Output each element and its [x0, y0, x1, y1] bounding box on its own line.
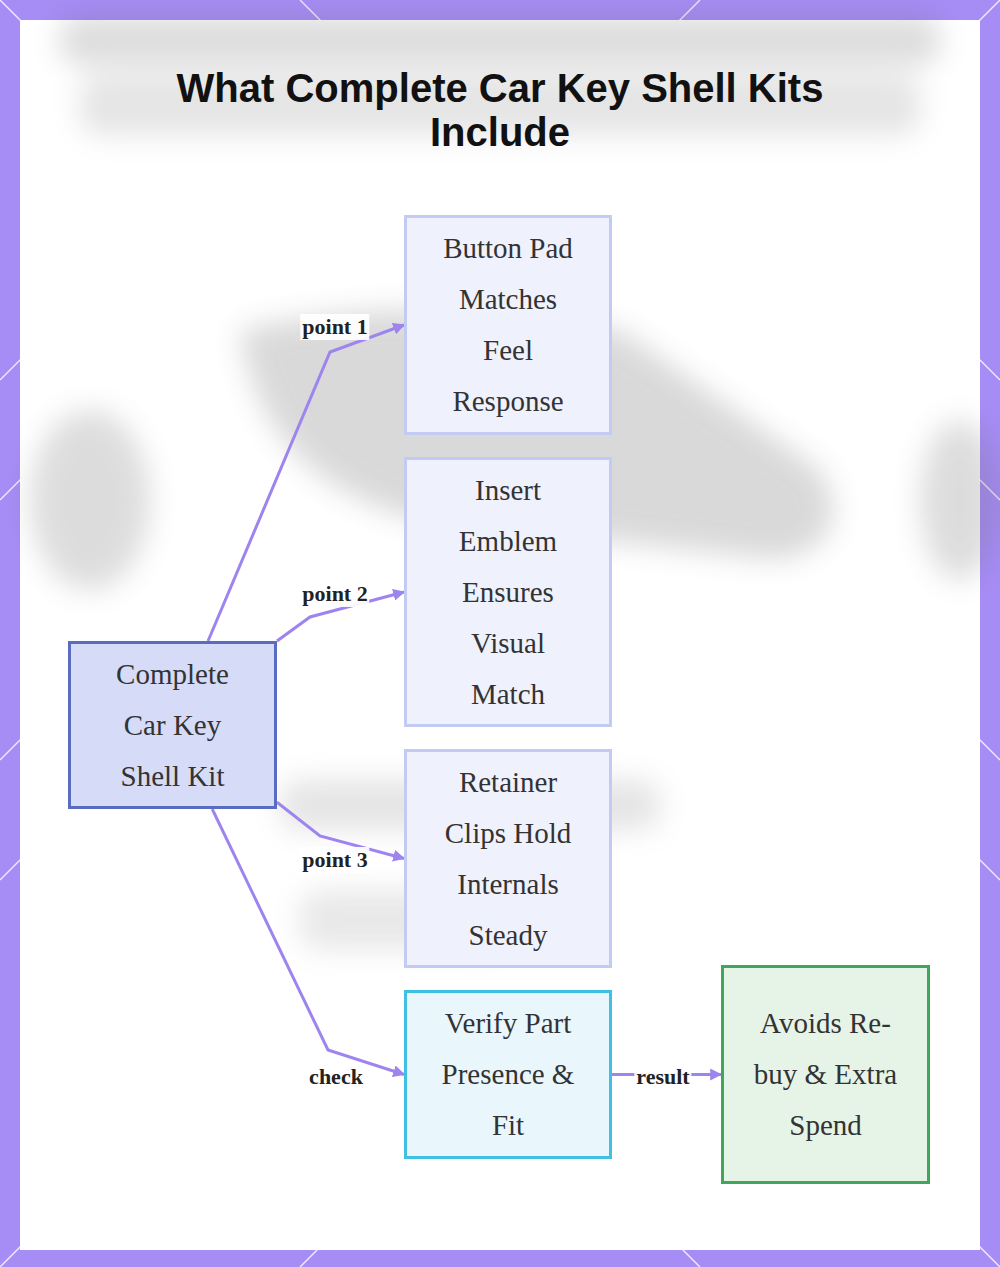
edge-label: point 1	[300, 314, 369, 340]
edge-label: point 3	[300, 847, 369, 873]
box-text: Verify Part Presence & Fit	[431, 998, 586, 1151]
connector-arrow	[212, 809, 404, 1075]
box-text: Complete Car Key Shell Kit	[95, 649, 250, 802]
process-box: Insert Emblem Ensures Visual Match	[404, 457, 612, 727]
process-box: Avoids Re-buy & Extra Spend	[721, 965, 930, 1184]
process-box: Button Pad Matches Feel Response	[404, 215, 612, 435]
process-box: Verify Part Presence & Fit	[404, 990, 612, 1159]
box-text: Button Pad Matches Feel Response	[431, 223, 586, 427]
box-text: Retainer Clips Hold Internals Steady	[431, 757, 586, 961]
edge-label: check	[307, 1064, 365, 1090]
box-text: Insert Emblem Ensures Visual Match	[431, 465, 586, 720]
root-box: Complete Car Key Shell Kit	[68, 641, 277, 809]
edge-label: result	[634, 1064, 691, 1090]
canvas-panel	[20, 20, 980, 1250]
process-box: Retainer Clips Hold Internals Steady	[404, 749, 612, 968]
box-text: Avoids Re-buy & Extra Spend	[748, 998, 903, 1151]
edge-label: point 2	[300, 581, 369, 607]
connector-arrow	[208, 325, 404, 641]
diagram-title: What Complete Car Key Shell Kits Include	[120, 66, 880, 154]
